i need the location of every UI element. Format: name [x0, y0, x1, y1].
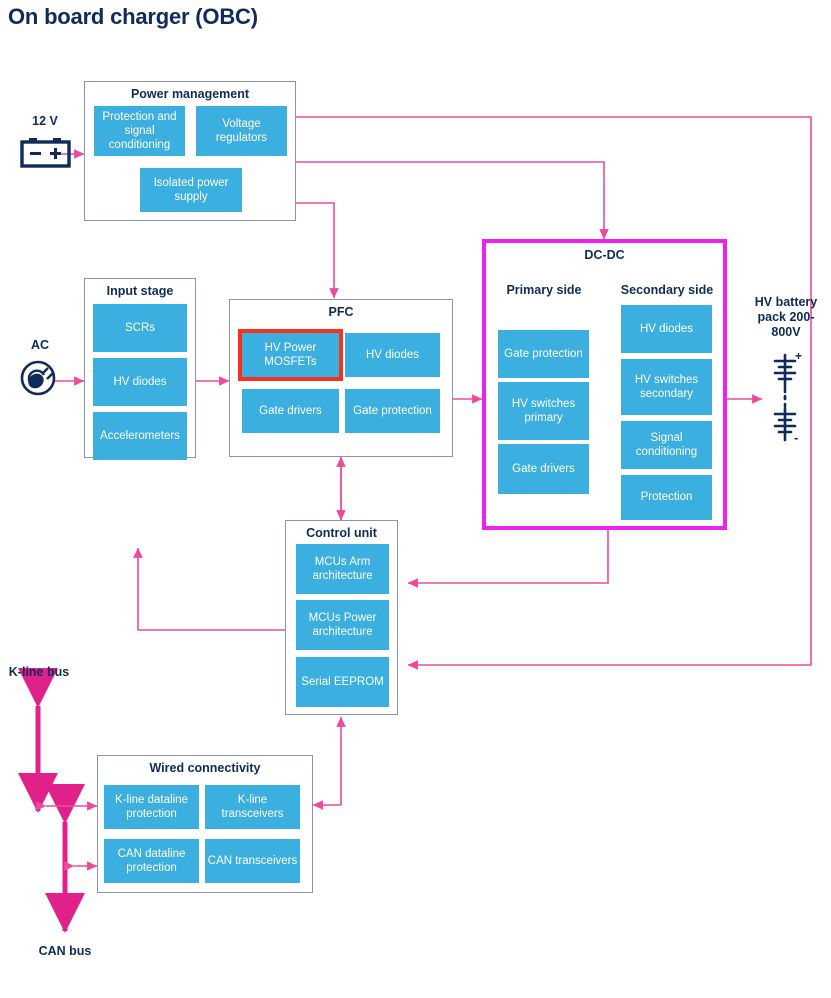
block-gate-drivers-pfc[interactable]: Gate drivers [242, 389, 339, 433]
block-protection-secondary[interactable]: Protection [621, 475, 712, 520]
group-title-control-unit: Control unit [306, 526, 377, 540]
ac-label: AC [30, 338, 50, 352]
hv-battery-pack-label: HV battery pack 200-800V [754, 295, 818, 339]
block-gate-protection-pfc[interactable]: Gate protection [345, 389, 440, 433]
can-bus-label: CAN bus [38, 944, 92, 958]
wire-pm-to-pfc [296, 202, 339, 299]
block-protection-and-signal-conditioning[interactable]: Protection and signal conditioning [94, 106, 185, 156]
block-mcus-arm-architecture[interactable]: MCUs Arm architecture [296, 544, 389, 594]
group-title-power-management: Power management [130, 87, 250, 101]
battery-12v-icon [20, 138, 71, 168]
page-title: On board charger (OBC) [8, 4, 258, 29]
block-accelerometers[interactable]: Accelerometers [93, 412, 187, 460]
group-title-input-stage: Input stage [106, 284, 174, 298]
dcdc-secondary-side-title: Secondary side [620, 283, 714, 297]
block-voltage-regulators[interactable]: Voltage regulators [196, 106, 287, 156]
block-kline-transceivers[interactable]: K-line transceivers [205, 785, 300, 829]
svg-text:+: + [795, 352, 802, 363]
block-can-dataline-protection[interactable]: CAN dataline protection [104, 839, 199, 883]
block-can-transceivers[interactable]: CAN transceivers [205, 839, 300, 883]
wire-dcdc-to-control-unit [407, 527, 609, 588]
group-title-wired-connectivity: Wired connectivity [149, 761, 261, 775]
dcdc-primary-side-title: Primary side [506, 283, 582, 297]
block-hv-diodes-pfc[interactable]: HV diodes [345, 333, 440, 377]
block-mcus-power-architecture[interactable]: MCUs Power architecture [296, 600, 389, 650]
block-hv-switches-secondary[interactable]: HV switches secondary [621, 359, 712, 415]
wire-control-unit-to-input-stage [133, 547, 285, 631]
group-title-pfc: PFC [328, 305, 354, 319]
block-kline-dataline-protection[interactable]: K-line dataline protection [104, 785, 199, 829]
kline-bus-label: K-line bus [8, 665, 70, 679]
block-hv-power-mosfets[interactable]: HV Power MOSFETs [238, 329, 343, 381]
wire-pm-to-dcdc [296, 161, 609, 240]
block-hv-diodes-input[interactable]: HV diodes [93, 358, 187, 406]
block-hv-switches-primary[interactable]: HV switches primary [498, 382, 589, 440]
block-isolated-power-supply[interactable]: Isolated power supply [140, 168, 242, 212]
svg-text:-: - [794, 430, 798, 444]
block-signal-conditioning-secondary[interactable]: Signal conditioning [621, 421, 712, 469]
ac-plug-icon [20, 360, 56, 396]
block-scrs[interactable]: SCRs [93, 304, 187, 352]
block-hv-diodes-secondary[interactable]: HV diodes [621, 305, 712, 353]
battery-12v-label: 12 V [32, 114, 58, 128]
block-serial-eeprom[interactable]: Serial EEPROM [296, 657, 389, 707]
hv-battery-cells-icon: + - [773, 352, 802, 444]
group-pfc: PFC [229, 299, 453, 457]
wire-pm-to-control-unit-low [296, 116, 812, 670]
group-title-dcdc: DC-DC [584, 248, 625, 262]
block-gate-protection-primary[interactable]: Gate protection [498, 330, 589, 378]
block-gate-drivers-primary[interactable]: Gate drivers [498, 444, 589, 494]
